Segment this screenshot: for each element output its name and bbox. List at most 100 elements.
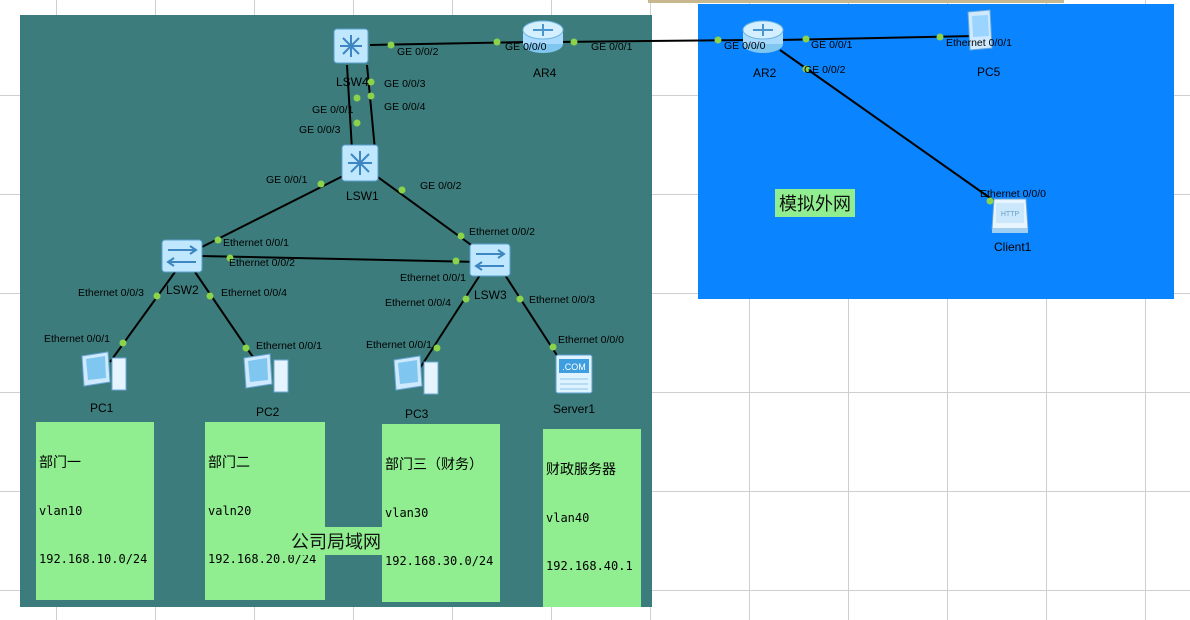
port-label: GE 0/0/3 [384,78,426,90]
department-subnet: 192.168.30.0/24 [385,554,494,568]
port-dot [242,344,250,352]
port-label: GE 0/0/1 [811,39,853,51]
port-dot [387,41,395,49]
top-strip [648,0,1064,3]
department-vlan: vlan30 [385,506,429,520]
lsw4-label: LSW4 [336,75,369,89]
pc3-label: PC3 [405,407,429,421]
lsw2-label: LSW2 [166,283,199,297]
department-subnet: 192.168.20.0/24 [208,552,317,566]
port-dot [353,94,361,102]
port-dot [802,35,810,43]
switch-icon[interactable] [332,27,370,65]
pc-icon[interactable] [960,8,1000,56]
port-dot [714,36,722,44]
port-label: Ethernet 0/0/4 [385,297,451,309]
department-title: 财政服务器 [546,462,616,478]
port-dot [457,232,465,240]
lsw1-label: LSW1 [346,189,379,203]
port-dot [226,254,234,262]
department-subnet: 192.168.40.1 [546,559,633,573]
port-label: Ethernet 0/0/2 [229,257,295,269]
port-label: GE 0/0/1 [266,174,308,186]
port-label: Ethernet 0/0/1 [400,272,466,284]
port-dot [214,236,222,244]
pc2-label: PC2 [256,405,280,419]
server-icon[interactable]: .COM [554,353,594,395]
port-dot [119,339,127,347]
client-http-badge: HTTP [1001,211,1020,218]
port-dot [433,344,441,352]
port-dot [516,295,524,303]
pc-icon[interactable] [240,350,292,396]
department-vlan: vlan10 [39,504,83,518]
lan-zone-label[interactable]: 公司局域网 [287,527,385,555]
port-label: Ethernet 0/0/2 [469,226,535,238]
department-info-box[interactable]: 财政服务器 vlan40 192.168.40.1 [543,429,641,607]
link-lsw4-lsw1-b [366,64,376,151]
department-vlan: vlan40 [546,511,590,525]
port-label: GE 0/0/3 [299,124,341,136]
port-label: GE 0/0/2 [397,46,439,58]
port-dot [462,295,470,303]
department-subnet: 192.168.10.0/24 [39,552,148,566]
link-lsw4-ar4 [369,41,531,46]
port-label: GE 0/0/1 [591,41,633,53]
pc-icon[interactable] [390,352,442,398]
department-title: 部门二 [208,455,250,471]
switch-icon[interactable] [468,240,512,280]
wan-zone-label[interactable]: 模拟外网 [775,189,855,217]
lsw3-label: LSW3 [474,288,507,302]
ar2-label: AR2 [753,66,777,80]
port-dot [317,180,325,188]
port-dot [493,38,501,46]
link-lsw2-lsw3 [199,255,481,263]
port-label: GE 0/0/2 [804,64,846,76]
link-lsw3-pc3 [419,274,481,369]
port-dot [986,197,994,205]
port-label: GE 0/0/0 [724,40,766,52]
client1-label: Client1 [994,240,1032,254]
port-label: GE 0/0/2 [420,180,462,192]
pc-icon[interactable] [78,348,130,394]
port-label: Ethernet 0/0/0 [980,188,1046,200]
pc1-label: PC1 [90,401,114,415]
department-info-box[interactable]: 部门一 vlan10 192.168.10.0/24 [36,422,154,600]
port-dot [452,257,460,265]
port-label: Ethernet 0/0/1 [946,37,1012,49]
department-title: 部门一 [39,455,81,471]
switch-icon[interactable] [160,236,204,276]
port-label: GE 0/0/4 [384,101,426,113]
port-dot [802,65,810,73]
router-icon[interactable] [741,16,785,56]
router-icon[interactable] [521,16,565,56]
port-label: Ethernet 0/0/0 [558,334,624,346]
port-label: Ethernet 0/0/1 [256,340,322,352]
port-label: Ethernet 0/0/1 [366,339,432,351]
wan-zone[interactable] [698,4,1174,299]
switch-icon[interactable] [340,143,380,183]
port-label: GE 0/0/0 [505,41,547,53]
server1-label: Server1 [553,402,596,416]
port-dot [549,343,557,351]
link-lsw2-pc1 [109,271,176,363]
department-title: 部门三（财务） [385,457,483,473]
port-dot [570,38,578,46]
http-client-icon[interactable]: HTTP [988,195,1032,235]
port-dot [206,292,214,300]
pc5-label: PC5 [977,65,1001,79]
port-dot [353,119,361,127]
port-dot [367,78,375,86]
port-label: Ethernet 0/0/1 [223,237,289,249]
port-dot [398,186,406,194]
department-info-box[interactable]: 部门二 valn20 192.168.20.0/24 [205,422,325,600]
department-info-box[interactable]: 部门三（财务） vlan30 192.168.30.0/24 [382,424,500,602]
port-dot [153,292,161,300]
port-label: Ethernet 0/0/3 [529,294,595,306]
department-vlan: valn20 [208,504,252,518]
server-com-badge: .COM [562,362,586,372]
link-ar2-client1 [779,49,1001,206]
port-dot [936,33,944,41]
port-label: GE 0/0/1 [312,104,354,116]
